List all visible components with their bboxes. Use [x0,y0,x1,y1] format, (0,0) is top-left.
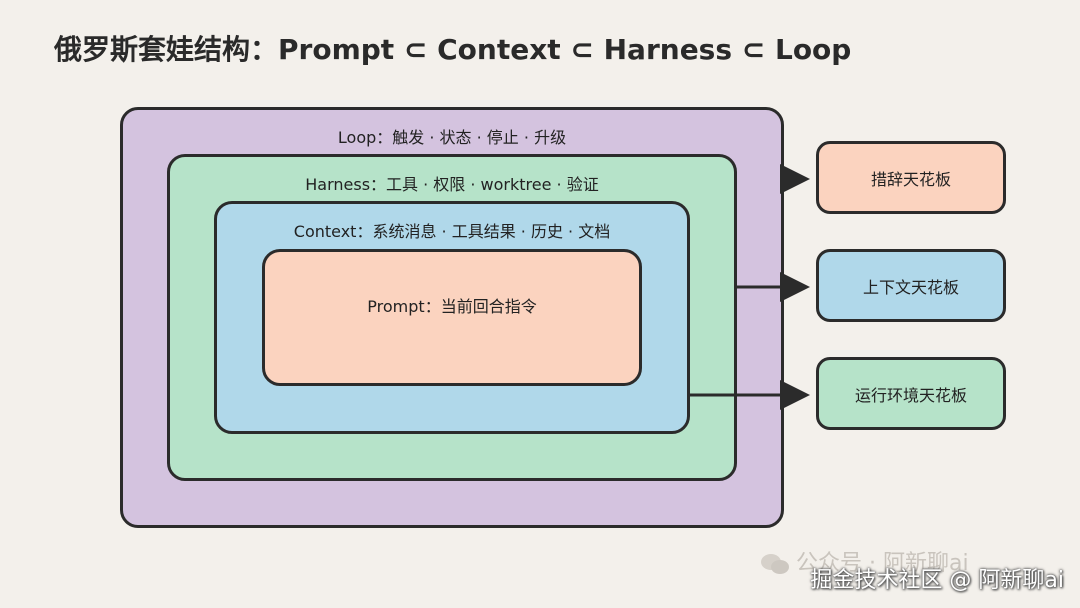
prompt-layer-box: Prompt：当前回合指令 [262,249,642,386]
prompt-layer-label: Prompt：当前回合指令 [367,297,537,316]
source-credit: 掘金技术社区 @ 阿新聊ai [810,568,1064,593]
harness-layer-label: Harness：工具 · 权限 · worktree · 验证 [305,175,599,194]
wechat-watermark: 公众号 · 阿新聊ai [760,545,969,577]
wording-ceiling-box: 措辞天花板 [816,141,1006,214]
watermark-text: 公众号 · 阿新聊ai [796,551,969,576]
loop-layer-label: Loop：触发 · 状态 · 停止 · 升级 [337,128,567,147]
context-layer-label: Context：系统消息 · 工具结果 · 历史 · 文档 [293,222,611,241]
context-ceiling-box: 上下文天花板 [816,249,1006,322]
runtime-ceiling-box: 运行环境天花板 [816,357,1006,430]
page-title: 俄罗斯套娃结构：Prompt ⊂ Context ⊂ Harness ⊂ Loo… [54,33,852,66]
wechat-icon [760,553,790,575]
